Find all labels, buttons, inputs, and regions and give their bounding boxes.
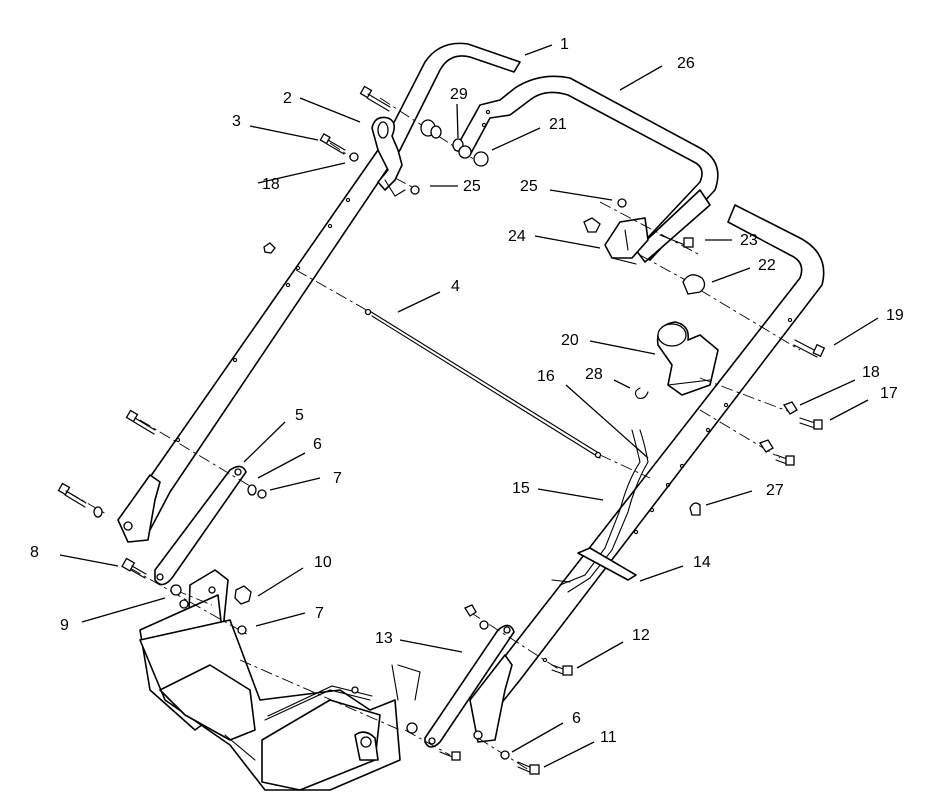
washer-icon <box>458 145 472 159</box>
right-adjuster-strap <box>424 624 515 748</box>
control-cables <box>551 429 649 593</box>
callout-9: 9 <box>60 617 69 634</box>
washer-icon <box>93 506 103 518</box>
callout-11: 11 <box>600 729 617 746</box>
callout-7: 7 <box>333 470 342 487</box>
washer-icon <box>170 584 182 596</box>
bolt-icon <box>319 133 346 155</box>
washer-icon <box>500 750 510 760</box>
callout-19: 19 <box>886 307 904 324</box>
washer-icon <box>759 439 774 453</box>
callout-16: 16 <box>537 368 555 385</box>
callout-4: 4 <box>451 278 460 295</box>
washer-icon <box>783 401 798 415</box>
washer-icon <box>179 599 189 609</box>
nut-icon <box>473 151 489 167</box>
callout-18-right: 18 <box>862 364 880 381</box>
lower-handle <box>117 42 825 743</box>
callout-2: 2 <box>283 90 292 107</box>
callout-14: 14 <box>693 554 711 571</box>
callout-6-lower: 6 <box>572 710 581 727</box>
callout-15: 15 <box>512 480 530 497</box>
mower-deck <box>139 619 421 791</box>
washer-icon <box>349 152 359 162</box>
callout-labels: 1 2 3 4 5 6 6 7 7 8 9 10 11 12 13 14 15 … <box>30 36 904 746</box>
control-bracket <box>656 321 719 396</box>
washer-icon <box>406 722 418 734</box>
callout-13: 13 <box>375 630 393 647</box>
nut-icon <box>617 198 627 208</box>
cap-icon <box>689 502 701 516</box>
callout-25: 25 <box>463 178 481 195</box>
callout-29: 29 <box>450 86 468 103</box>
washer-icon <box>247 484 257 496</box>
bolt-icon <box>551 664 573 676</box>
callout-8: 8 <box>30 544 39 561</box>
bolt-icon <box>775 454 795 466</box>
callout-20: 20 <box>561 332 579 349</box>
nut-icon <box>237 625 247 635</box>
nut-icon <box>464 604 477 617</box>
callout-1: 1 <box>560 36 569 53</box>
cable-guide <box>577 547 637 581</box>
callout-25-right: 25 <box>520 178 538 195</box>
knob-icon <box>682 274 706 295</box>
callout-18: 18 <box>262 176 280 193</box>
washer-icon <box>479 620 489 630</box>
handle-clamp <box>371 116 406 197</box>
nut-icon <box>234 585 252 605</box>
nut-icon <box>263 242 276 254</box>
bolt-icon <box>799 417 823 430</box>
bolt-icon <box>125 409 156 435</box>
nut-icon <box>257 489 267 499</box>
leader-lines <box>59 44 879 768</box>
bolt-icon <box>57 482 87 508</box>
callout-27: 27 <box>766 482 784 499</box>
bushing-icon <box>420 119 442 139</box>
cable-bracket <box>604 217 649 265</box>
callout-5: 5 <box>295 407 304 424</box>
bolt-icon <box>659 234 694 248</box>
bolt-icon <box>359 85 391 112</box>
callout-21: 21 <box>549 116 567 133</box>
control-rod <box>364 308 602 459</box>
nut-icon <box>583 217 601 233</box>
callout-12: 12 <box>632 627 650 644</box>
callout-22: 22 <box>758 257 776 274</box>
callout-26: 26 <box>677 55 695 72</box>
callout-17: 17 <box>880 385 898 402</box>
bolt-icon <box>793 339 826 358</box>
nut-icon <box>410 185 420 195</box>
callout-10: 10 <box>314 554 332 571</box>
callout-23: 23 <box>740 232 758 249</box>
callout-7-lower: 7 <box>315 605 324 622</box>
callout-3: 3 <box>232 113 241 130</box>
clip-icon <box>634 387 649 399</box>
left-adjuster-strap <box>154 465 247 586</box>
upper-handle <box>454 75 719 263</box>
bolt-icon <box>439 751 461 761</box>
bolt-icon <box>121 557 147 579</box>
callout-24: 24 <box>508 228 526 245</box>
callout-28: 28 <box>585 366 603 383</box>
callout-6: 6 <box>313 436 322 453</box>
hardware <box>57 85 826 775</box>
bolt-icon <box>517 761 540 775</box>
